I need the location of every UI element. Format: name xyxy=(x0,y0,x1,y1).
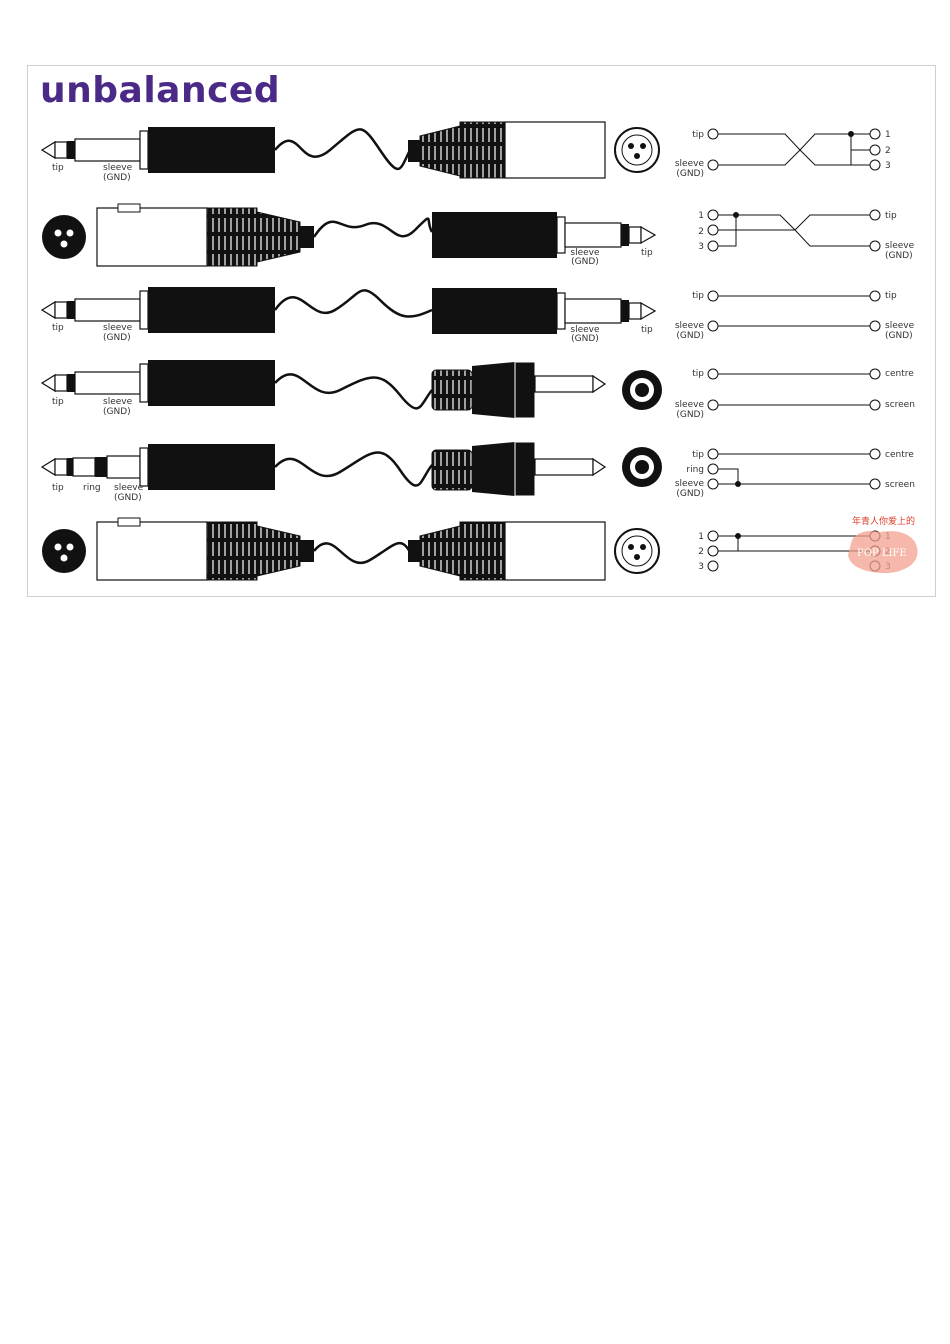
cable xyxy=(274,128,412,171)
label-gnd: (GND) xyxy=(571,334,599,344)
mono-jack-plug xyxy=(40,360,275,406)
schem-label-gnd: (GND) xyxy=(676,410,704,420)
schem-label-tip: tip xyxy=(692,369,704,379)
schem-label-gnd: (GND) xyxy=(885,331,913,341)
schem-label-centre: centre xyxy=(885,450,914,460)
label-sleeve: sleeve xyxy=(103,163,133,173)
cable xyxy=(313,541,412,564)
xlr-male-plug xyxy=(408,121,606,179)
schem-label-sleeve: sleeve xyxy=(675,159,705,169)
schem-pin-1: 1 xyxy=(885,130,891,140)
schem-label-screen: screen xyxy=(885,480,915,490)
schem-label-sleeve: sleeve xyxy=(675,321,705,331)
mono-jack-plug xyxy=(432,288,657,334)
schem-label-tip: tip xyxy=(885,291,897,301)
schematic-row-2 xyxy=(707,209,881,252)
schem-label-sleeve: sleeve xyxy=(675,400,705,410)
xlr-face-icon xyxy=(614,127,660,173)
cable xyxy=(312,217,434,238)
schem-pin-3: 3 xyxy=(698,562,704,572)
label-tip: tip xyxy=(52,483,64,493)
row-6-xlr-to-xlr: 1 2 3 1 2 3 年青人你爱上的 POP LIFE xyxy=(42,515,918,581)
xlr-face-icon xyxy=(42,529,86,573)
schem-label-tip: tip xyxy=(692,450,704,460)
schem-label-sleeve: sleeve xyxy=(885,321,915,331)
schem-label-gnd: (GND) xyxy=(885,251,913,261)
row-1-jack-to-xlr-male: tip sleeve (GND) tip sleeve (GND) 1 2 3 xyxy=(40,121,891,183)
xlr-male-plug xyxy=(408,521,606,581)
row-4-jack-to-rca: tip sleeve (GND) tip sleeve (GND) centre… xyxy=(40,360,915,420)
label-gnd: (GND) xyxy=(571,257,599,267)
watermark-chinese: 年青人你爱上的 xyxy=(852,515,915,527)
cable xyxy=(273,289,433,318)
wiring-diagram: tip sleeve (GND) tip sleeve (GND) 1 2 3 xyxy=(40,121,918,581)
row-2-xlr-female-to-jack: sleeve (GND) tip 1 2 3 tip sleeve (GND) xyxy=(42,203,915,267)
xlr-face-icon xyxy=(42,215,86,259)
xlr-female-plug xyxy=(96,517,314,581)
rca-face-icon xyxy=(622,370,662,410)
schem-label-gnd: (GND) xyxy=(676,489,704,499)
cable xyxy=(274,451,433,487)
schem-label-screen: screen xyxy=(885,400,915,410)
schem-label-sleeve: sleeve xyxy=(675,479,705,489)
label-gnd: (GND) xyxy=(103,333,131,343)
schem-label-centre: centre xyxy=(885,369,914,379)
stereo-jack-plug xyxy=(40,444,275,490)
schem-pin-2: 2 xyxy=(698,227,704,237)
schem-pin-1: 1 xyxy=(698,532,704,542)
label-gnd: (GND) xyxy=(103,173,131,183)
cable xyxy=(274,373,433,410)
mono-jack-plug xyxy=(40,287,275,333)
label-tip: tip xyxy=(52,397,64,407)
label-tip: tip xyxy=(52,323,64,333)
label-sleeve: sleeve xyxy=(103,323,133,333)
diagram-title: unbalanced xyxy=(40,70,281,111)
schematic-row-4 xyxy=(707,368,881,411)
schematic-row-1 xyxy=(707,128,881,171)
label-sleeve: sleeve xyxy=(103,397,133,407)
row-3-jack-to-jack: tip sleeve (GND) sleeve (GND) tip tip sl… xyxy=(40,287,915,344)
schem-label-tip: tip xyxy=(692,291,704,301)
schem-label-ring: ring xyxy=(686,465,704,475)
label-gnd: (GND) xyxy=(114,493,142,503)
xlr-face-icon xyxy=(614,528,660,574)
label-sleeve: sleeve xyxy=(570,248,600,258)
schem-label-tip: tip xyxy=(692,130,704,140)
schem-pin-1: 1 xyxy=(698,211,704,221)
schem-pin-3: 3 xyxy=(698,242,704,252)
label-tip: tip xyxy=(641,248,653,258)
label-tip: tip xyxy=(641,325,653,335)
rca-plug xyxy=(431,441,607,497)
label-tip: tip xyxy=(52,163,64,173)
schem-label-gnd: (GND) xyxy=(676,169,704,179)
schem-label-gnd: (GND) xyxy=(676,331,704,341)
schem-pin-2: 2 xyxy=(698,547,704,557)
row-5-stereo-jack-to-rca: tip ring sleeve (GND) tip ring sleeve (G… xyxy=(40,441,915,503)
schematic-row-5 xyxy=(707,448,881,490)
schem-pin-3: 3 xyxy=(885,161,891,171)
rca-face-icon xyxy=(622,447,662,487)
schem-label-sleeve: sleeve xyxy=(885,241,915,251)
label-sleeve: sleeve xyxy=(570,325,600,335)
schematic-row-3 xyxy=(707,290,881,332)
watermark-stamp: 年青人你爱上的 POP LIFE xyxy=(848,515,918,574)
schem-pin-2: 2 xyxy=(885,146,891,156)
mono-jack-plug xyxy=(432,212,657,258)
label-ring: ring xyxy=(83,483,101,493)
rca-plug xyxy=(431,361,607,419)
xlr-female-plug xyxy=(96,203,314,267)
label-sleeve: sleeve xyxy=(114,483,144,493)
schem-label-tip: tip xyxy=(885,211,897,221)
label-gnd: (GND) xyxy=(103,407,131,417)
mono-jack-plug xyxy=(40,127,275,173)
watermark-brand: POP LIFE xyxy=(857,548,907,559)
